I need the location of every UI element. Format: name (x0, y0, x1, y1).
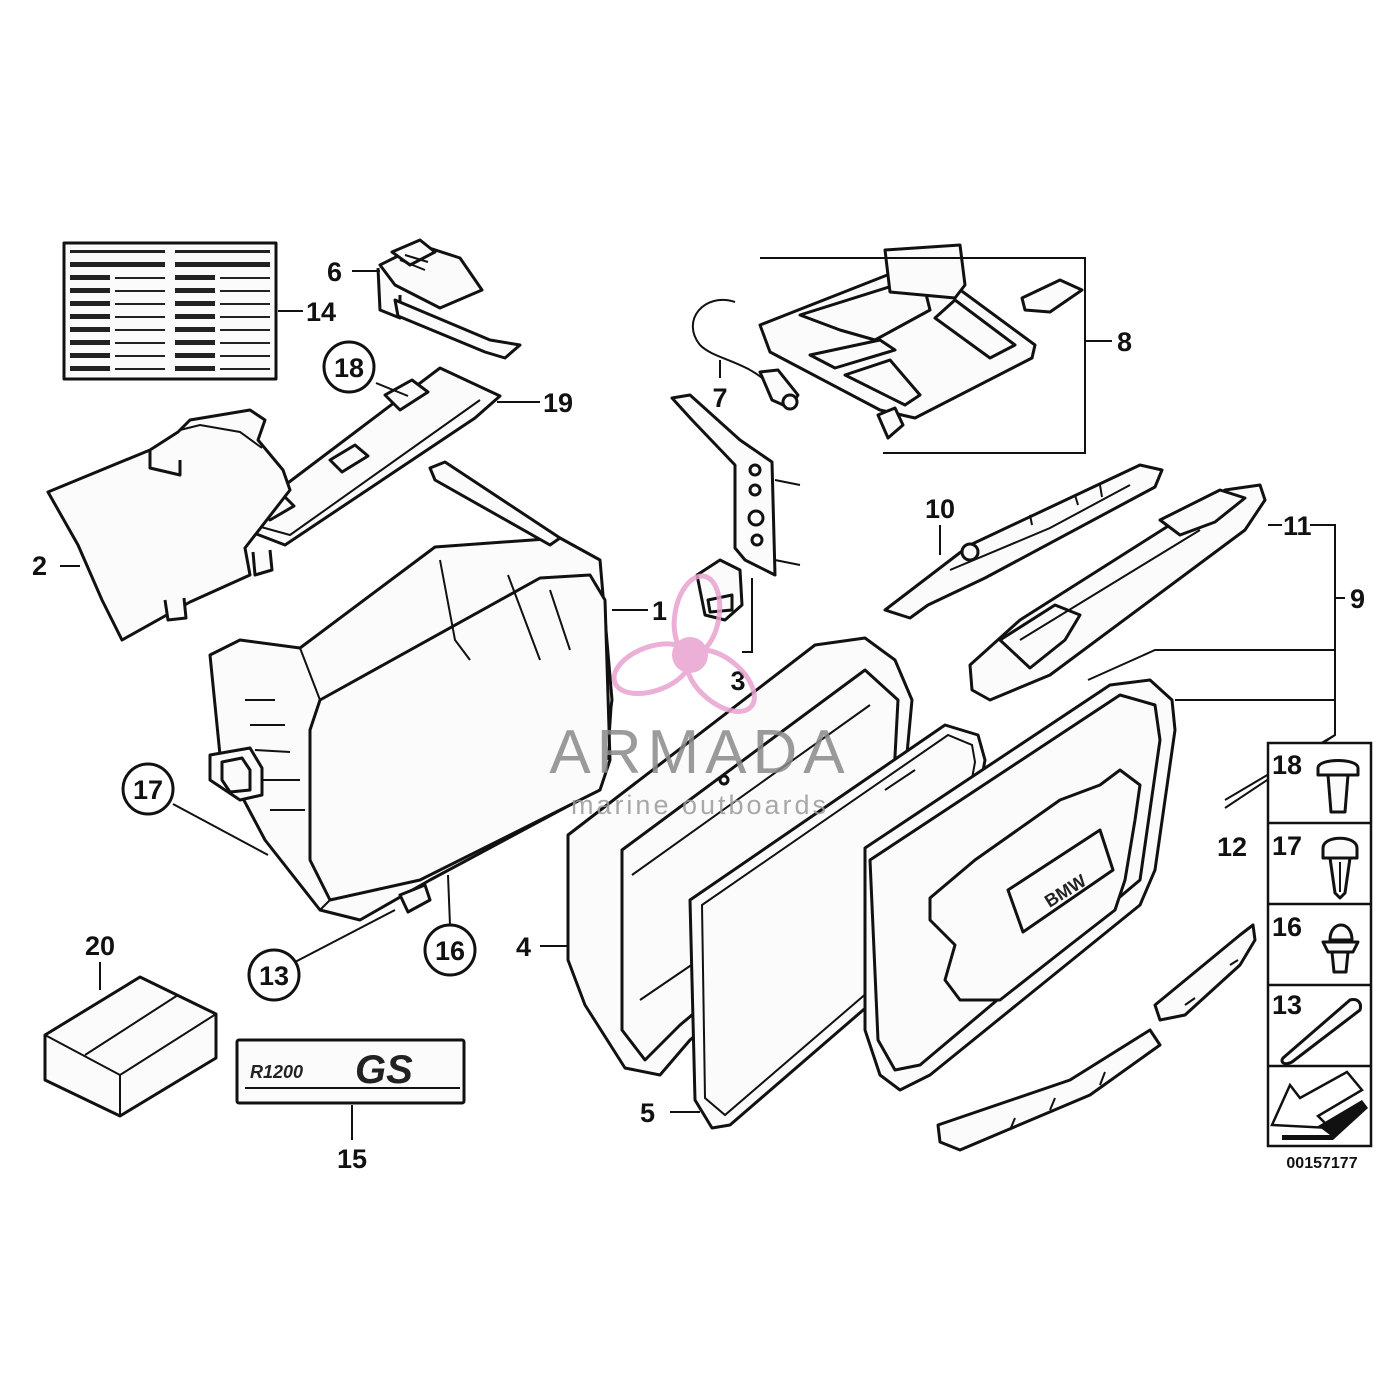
part-3-hinge-plate[interactable] (670, 393, 801, 622)
legend-item-17[interactable]: 17 (1272, 831, 1359, 900)
diagram-id: 00157177 (1286, 1155, 1357, 1172)
label-2: 2 (32, 551, 47, 581)
label-12: 12 (1217, 832, 1247, 862)
legend-item-18[interactable]: 18 (1272, 750, 1360, 814)
part-12-lid[interactable]: BMW (863, 678, 1177, 1092)
label-14: 14 (306, 297, 336, 327)
label-13: 13 (259, 961, 289, 991)
svg-text:13: 13 (1272, 990, 1302, 1020)
part-10-grip-strip[interactable] (883, 463, 1164, 620)
label-6: 6 (327, 257, 342, 287)
part-6-lock-bracket[interactable] (376, 238, 522, 360)
callout-17 (121, 762, 175, 816)
watermark-brand: ARMADA (549, 718, 850, 787)
part-7-cable[interactable] (691, 299, 800, 411)
label-10: 10 (925, 494, 955, 524)
part-14-sticker[interactable] (62, 241, 278, 381)
part-12-trim-lower[interactable] (936, 1028, 1162, 1152)
emblem-model: R1200 (250, 1062, 303, 1082)
legend-item-13[interactable]: 13 (1272, 990, 1362, 1066)
label-20: 20 (85, 931, 115, 961)
label-17: 17 (133, 775, 163, 805)
propeller-icon (611, 573, 757, 714)
label-5: 5 (640, 1098, 655, 1128)
part-20-box[interactable] (43, 975, 218, 1118)
legend-panel: 18 17 16 13 (1266, 741, 1373, 1148)
part-11-side-trim[interactable] (968, 483, 1267, 702)
callout-13 (247, 948, 301, 1002)
label-8: 8 (1117, 327, 1132, 357)
legend-arrow-icon (1270, 1070, 1368, 1140)
part-1-case-body[interactable] (208, 460, 614, 922)
callout-16 (423, 923, 477, 977)
part-2-inner-lining[interactable] (46, 408, 292, 642)
label-11: 11 (1283, 511, 1312, 541)
label-1: 1 (652, 596, 667, 626)
label-4: 4 (516, 932, 531, 962)
label-9: 9 (1350, 584, 1365, 614)
svg-text:16: 16 (1272, 912, 1302, 942)
svg-text:18: 18 (1272, 750, 1302, 780)
label-19: 19 (543, 388, 573, 418)
label-16: 16 (435, 936, 465, 966)
callout-18 (322, 340, 376, 394)
label-7: 7 (712, 383, 727, 413)
part-15-emblem[interactable]: R1200 GS (235, 1038, 466, 1105)
watermark-tagline: marine outboards (571, 790, 829, 820)
svg-text:17: 17 (1272, 831, 1302, 861)
legend-item-16[interactable]: 16 (1272, 912, 1360, 974)
emblem-suffix: GS (355, 1048, 413, 1092)
label-15: 15 (337, 1144, 367, 1174)
label-18: 18 (334, 353, 364, 383)
watermark: ARMADA marine outboards (549, 573, 850, 820)
part-12-trim-right[interactable] (1153, 923, 1257, 1022)
part-8-lid-organizer[interactable] (758, 243, 1084, 440)
